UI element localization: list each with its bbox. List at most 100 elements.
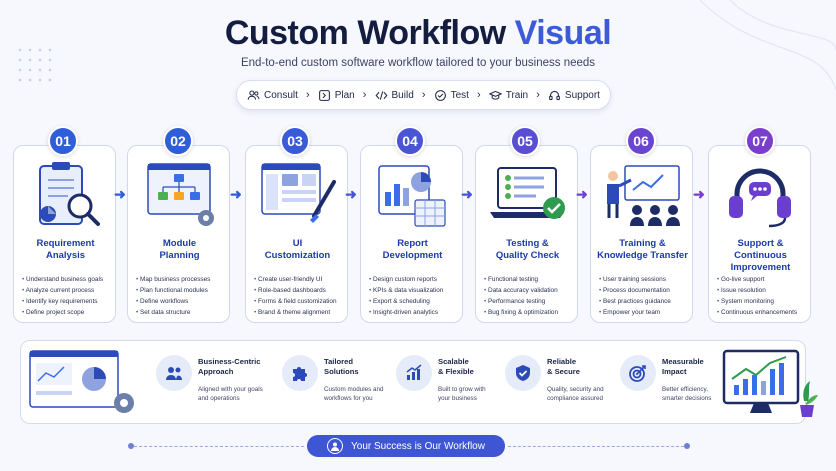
list-item: System monitoring bbox=[717, 296, 813, 307]
list-item: Set data structure bbox=[136, 307, 232, 318]
list-item: Export & scheduling bbox=[369, 296, 465, 307]
pipeline-item-support: Support bbox=[548, 89, 600, 102]
pipeline-label: Test bbox=[450, 89, 469, 101]
pipeline-bar: Consult › Plan › Build › Test › Train › … bbox=[236, 80, 611, 110]
feature-title-line: Reliable bbox=[547, 357, 577, 366]
feature-desc-line: Custom modules and bbox=[324, 386, 384, 393]
list-item: Issue resolution bbox=[717, 285, 813, 296]
step-title-line: Testing & bbox=[506, 238, 549, 249]
pipeline-item-plan: Plan bbox=[318, 89, 355, 102]
footer-banner: Your Success is Our Workflow bbox=[307, 435, 505, 457]
step-card-support-improvement: Support &Continuous Improvement Go-live … bbox=[708, 145, 811, 323]
step-number-badge: 02 bbox=[163, 126, 193, 156]
feature-description: Better efficiency, smarter decisions bbox=[662, 385, 748, 403]
list-item: Identify key requirements bbox=[22, 296, 118, 307]
list-item: Continuous enhancements bbox=[717, 307, 813, 318]
feature-desc-line: smarter decisions bbox=[662, 395, 712, 402]
pipeline-item-train: Train bbox=[488, 89, 529, 102]
list-item: Map business processes bbox=[136, 274, 232, 285]
title-main: Custom Workflow bbox=[224, 14, 506, 52]
list-item: Role-based dashboards bbox=[254, 285, 350, 296]
list-item: User training sessions bbox=[599, 274, 695, 285]
list-item: Brand & theme alignment bbox=[254, 307, 350, 318]
feature-reliable-secure: Reliable& Secure Quality, security and co… bbox=[505, 355, 615, 411]
step-number-badge: 07 bbox=[745, 126, 775, 156]
chevron-right-icon: › bbox=[421, 89, 426, 101]
pipeline-item-consult: Consult bbox=[247, 89, 298, 102]
footer-divider bbox=[134, 446, 304, 447]
feature-desc-line: Quality, security and bbox=[547, 386, 604, 393]
feature-title: Reliable& Secure bbox=[547, 357, 627, 377]
step-list: User training sessions Process documenta… bbox=[599, 274, 695, 318]
list-item: Performance testing bbox=[484, 296, 580, 307]
list-item: Go-live support bbox=[717, 274, 813, 285]
monitor-growth-plant-icon bbox=[722, 349, 818, 417]
step-title-line: Planning bbox=[159, 250, 200, 261]
feature-title-line: & Flexible bbox=[438, 367, 474, 376]
arrow-right-icon: ➜ bbox=[461, 186, 473, 202]
pipeline-label: Train bbox=[505, 89, 529, 101]
people-icon bbox=[156, 355, 192, 391]
clipboard-magnifier-icon bbox=[39, 162, 100, 226]
step-title-line: Customization bbox=[264, 250, 331, 261]
step-title: Training &Knowledge Transfer bbox=[593, 238, 692, 262]
step-title-line: UI bbox=[292, 238, 303, 249]
list-item: Define project scope bbox=[22, 307, 118, 318]
list-item: Create user-friendly UI bbox=[254, 274, 350, 285]
step-title-line: Report bbox=[397, 238, 428, 249]
step-title-line: Support & bbox=[737, 238, 784, 249]
step-list: Map business processes Plan functional m… bbox=[136, 274, 232, 318]
feature-desc-line: your business bbox=[438, 395, 477, 402]
target-icon bbox=[620, 355, 656, 391]
list-item: KPIs & data visualization bbox=[369, 285, 465, 296]
list-item: Design custom reports bbox=[369, 274, 465, 285]
feature-desc-line: Aligned with your goals bbox=[198, 386, 263, 393]
step-list: Design custom reports KPIs & data visual… bbox=[369, 274, 465, 318]
arrow-right-icon: ➜ bbox=[345, 186, 357, 202]
step-title-line: Quality Check bbox=[495, 250, 560, 261]
chevron-right-icon: › bbox=[305, 89, 310, 101]
step-list: Understand business goals Analyze curren… bbox=[22, 274, 118, 318]
step-card-testing-quality-check: Testing &Quality Check Functional testin… bbox=[475, 145, 578, 323]
chevron-right-icon: › bbox=[536, 89, 540, 101]
report-chart-icon bbox=[378, 165, 446, 227]
arrow-right-icon: ➜ bbox=[693, 186, 705, 202]
feature-title: Scalable& Flexible bbox=[438, 357, 518, 377]
step-list: Create user-friendly UI Role-based dashb… bbox=[254, 274, 350, 318]
step-card-training-knowledge-transfer: Training &Knowledge Transfer User traini… bbox=[590, 145, 693, 323]
list-item: Plan functional modules bbox=[136, 285, 232, 296]
step-list: Go-live support Issue resolution System … bbox=[717, 274, 813, 318]
shield-check-icon bbox=[505, 355, 541, 391]
step-number-badge: 01 bbox=[48, 126, 78, 156]
list-item: Understand business goals bbox=[22, 274, 118, 285]
list-item: Data accuracy validation bbox=[484, 285, 580, 296]
feature-desc-line: workflows for you bbox=[324, 395, 373, 402]
footer-divider bbox=[508, 446, 684, 447]
list-item: Best practices guidance bbox=[599, 296, 695, 307]
feature-desc-line: compliance assured bbox=[547, 395, 604, 402]
pipeline-label: Plan bbox=[334, 89, 355, 101]
puzzle-icon bbox=[282, 355, 318, 391]
step-number-badge: 03 bbox=[280, 126, 310, 156]
feature-title-line: & Secure bbox=[547, 367, 580, 376]
feature-title-line: Impact bbox=[662, 367, 687, 376]
title-accent: Visual bbox=[514, 14, 612, 52]
step-list: Functional testing Data accuracy validat… bbox=[484, 274, 580, 318]
arrow-right-icon: ➜ bbox=[576, 186, 588, 202]
step-number-badge: 06 bbox=[626, 126, 656, 156]
ui-brush-icon bbox=[261, 163, 336, 223]
features-panel bbox=[20, 340, 806, 424]
feature-desc-line: Better efficiency, bbox=[662, 386, 708, 393]
trainer-audience-icon bbox=[607, 165, 680, 226]
